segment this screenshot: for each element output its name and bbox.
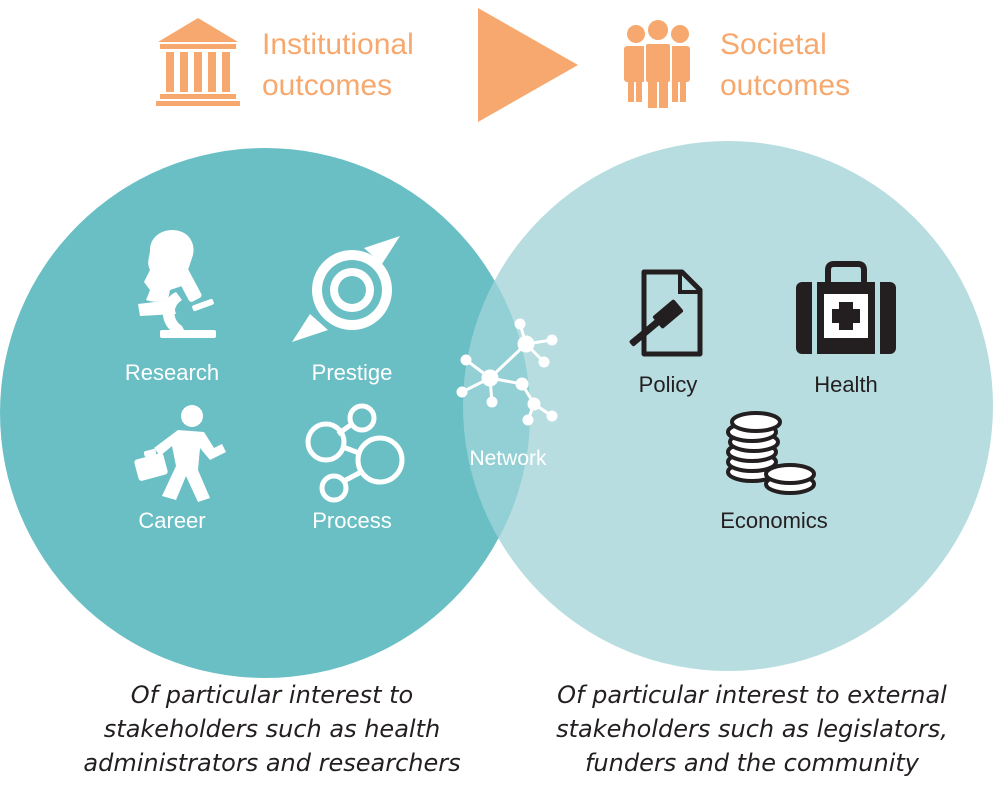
item-label-policy: Policy: [639, 372, 698, 397]
network-icon: [456, 318, 558, 426]
coin-stack-icon: [726, 411, 816, 495]
societal-circle: [463, 141, 993, 671]
right-caption-line3: funders and the community: [585, 749, 920, 777]
right-caption-line2: stakeholders such as legislators,: [556, 715, 948, 743]
item-label-prestige: Prestige: [312, 360, 393, 385]
societal-outcomes-line1: Societal: [720, 28, 827, 61]
item-label-economics: Economics: [720, 508, 828, 533]
left-caption-line1: Of particular interest to: [131, 681, 413, 709]
award-seal-icon: [292, 236, 400, 342]
item-label-career: Career: [138, 508, 205, 533]
right-caption: Of particular interest to external stake…: [556, 681, 948, 777]
left-caption: Of particular interest to stakeholders s…: [83, 681, 460, 777]
item-label-process: Process: [312, 508, 391, 533]
right-caption-line1: Of particular interest to external: [557, 681, 947, 709]
item-label-research: Research: [125, 360, 219, 385]
overlap-label-network: Network: [469, 447, 547, 470]
left-caption-line3: administrators and researchers: [83, 749, 460, 777]
item-label-health: Health: [814, 372, 878, 397]
businessman-running-icon: [134, 405, 226, 502]
institutional-outcomes-line2: outcomes: [262, 69, 392, 102]
people-group-icon: [624, 20, 690, 108]
institutional-outcomes-line1: Institutional: [262, 28, 414, 61]
process-nodes-icon: [305, 403, 405, 503]
institutional-circle: [0, 148, 530, 678]
societal-outcomes-line2: outcomes: [720, 69, 850, 102]
arrow-right-icon: [478, 8, 578, 122]
institution-building-icon: [156, 18, 240, 106]
medical-kit-icon: [796, 261, 896, 354]
scientist-microscope-icon: [138, 230, 216, 338]
policy-gavel-document-icon: [629, 269, 703, 357]
left-caption-line2: stakeholders such as health: [104, 715, 440, 743]
